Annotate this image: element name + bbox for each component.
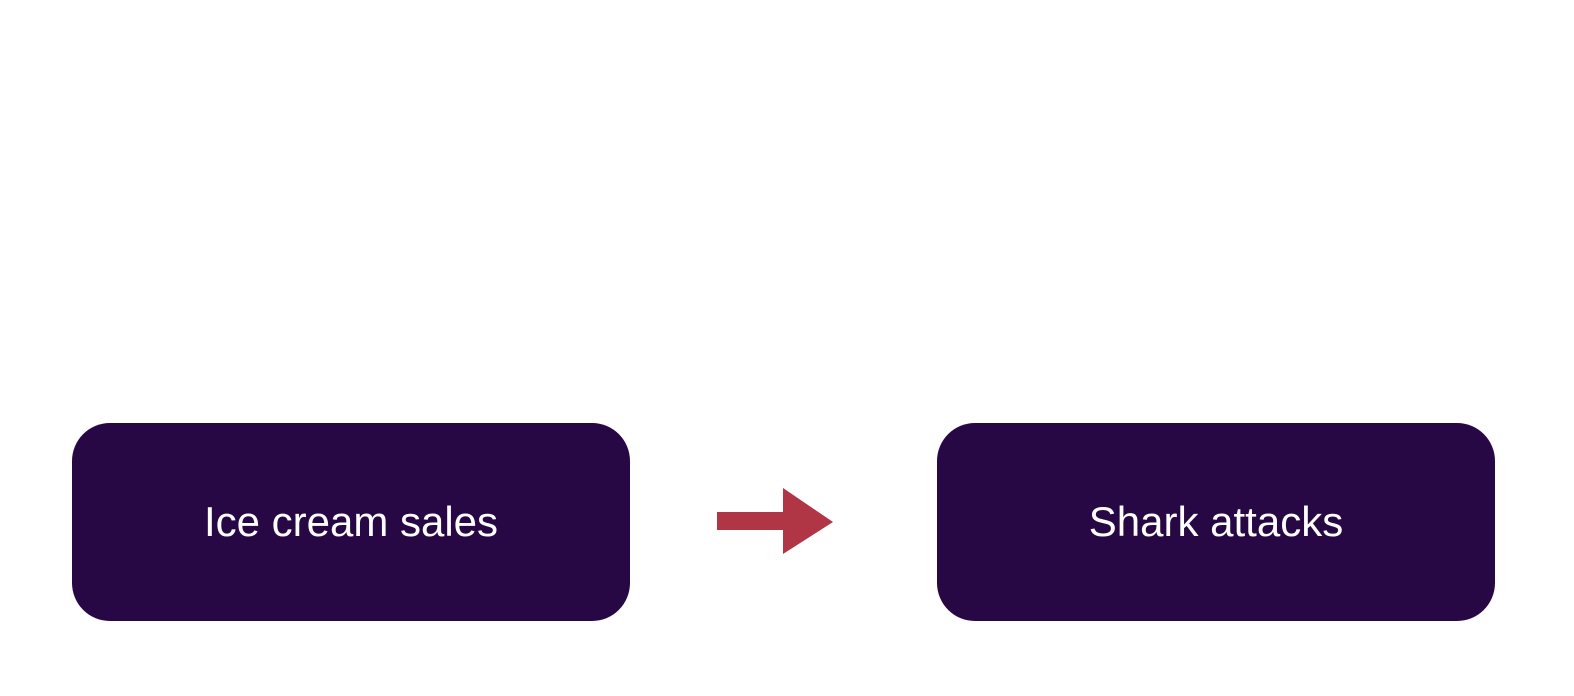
node-ice-cream-sales-label: Ice cream sales: [203, 498, 499, 545]
right-arrow-icon: [717, 488, 833, 554]
node-shark-attacks: Shark attacks: [937, 423, 1495, 621]
node-shark-attacks-label: Shark attacks: [1088, 498, 1344, 545]
node-ice-cream-sales: Ice cream sales: [72, 423, 630, 621]
